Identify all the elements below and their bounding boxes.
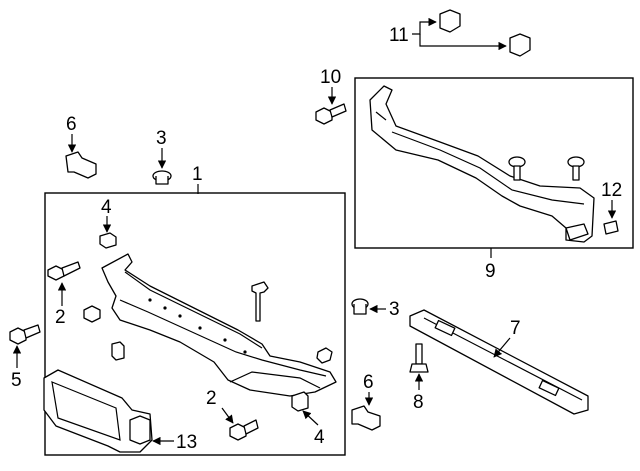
part-3-push-pin-upper[interactable] bbox=[152, 170, 172, 185]
leader-11-lower bbox=[419, 34, 507, 51]
callout-8: 8 bbox=[413, 392, 424, 413]
callout-1: 1 bbox=[192, 164, 203, 185]
part-8-bolt[interactable] bbox=[409, 343, 429, 373]
clip-part-4-lower[interactable] bbox=[291, 391, 309, 412]
callout-2-upper: 2 bbox=[55, 307, 66, 328]
push-pin-retainer-left bbox=[83, 305, 101, 323]
part-9-upper-tie-bar[interactable] bbox=[369, 85, 595, 243]
callout-12: 12 bbox=[601, 180, 622, 201]
part-3-push-pin-right[interactable] bbox=[351, 298, 369, 315]
part-6-sensor-lower[interactable] bbox=[351, 405, 381, 431]
leader-2-lower bbox=[221, 407, 234, 424]
callout-10: 10 bbox=[320, 67, 341, 88]
clip-part-4-upper[interactable] bbox=[99, 232, 117, 249]
part-1-support-bracket[interactable] bbox=[101, 253, 337, 397]
part-2-bolt-upper[interactable] bbox=[47, 261, 81, 281]
bolt-in-assembly-1 bbox=[251, 281, 269, 322]
callout-5: 5 bbox=[11, 370, 22, 391]
part-12-pad[interactable] bbox=[603, 220, 619, 235]
tie-bar-bolt-left bbox=[508, 156, 526, 181]
tie-bar-bolt-right bbox=[567, 156, 585, 181]
small-tab-clip bbox=[111, 341, 125, 361]
callout-13: 13 bbox=[176, 432, 197, 453]
callout-6-upper: 6 bbox=[66, 114, 77, 135]
part-7-long-bracket[interactable] bbox=[409, 309, 589, 415]
callout-11: 11 bbox=[389, 25, 409, 46]
part-11-clip-upper[interactable] bbox=[439, 9, 461, 33]
part-13-sensor-module[interactable] bbox=[43, 369, 153, 453]
leader-4-lower bbox=[302, 410, 319, 426]
callout-3-right: 3 bbox=[389, 299, 400, 320]
assembly-1-frame bbox=[44, 192, 346, 456]
leader-7 bbox=[493, 337, 511, 358]
callout-7: 7 bbox=[510, 318, 521, 339]
callout-3-upper: 3 bbox=[156, 128, 167, 149]
part-5-bolt[interactable] bbox=[9, 324, 41, 345]
part-11-clip-lower[interactable] bbox=[509, 33, 531, 57]
callout-2-lower: 2 bbox=[206, 388, 217, 409]
callout-4-upper: 4 bbox=[101, 197, 112, 218]
assembly-9-frame bbox=[354, 77, 634, 249]
callout-6-lower: 6 bbox=[363, 372, 374, 393]
callout-9: 9 bbox=[485, 261, 496, 282]
part-6-sensor-upper[interactable] bbox=[65, 151, 97, 179]
part-10-bolt[interactable] bbox=[315, 103, 347, 125]
part-2-bolt-lower[interactable] bbox=[229, 419, 259, 441]
callout-4-lower: 4 bbox=[314, 427, 325, 448]
leader-11-upper bbox=[412, 17, 437, 35]
